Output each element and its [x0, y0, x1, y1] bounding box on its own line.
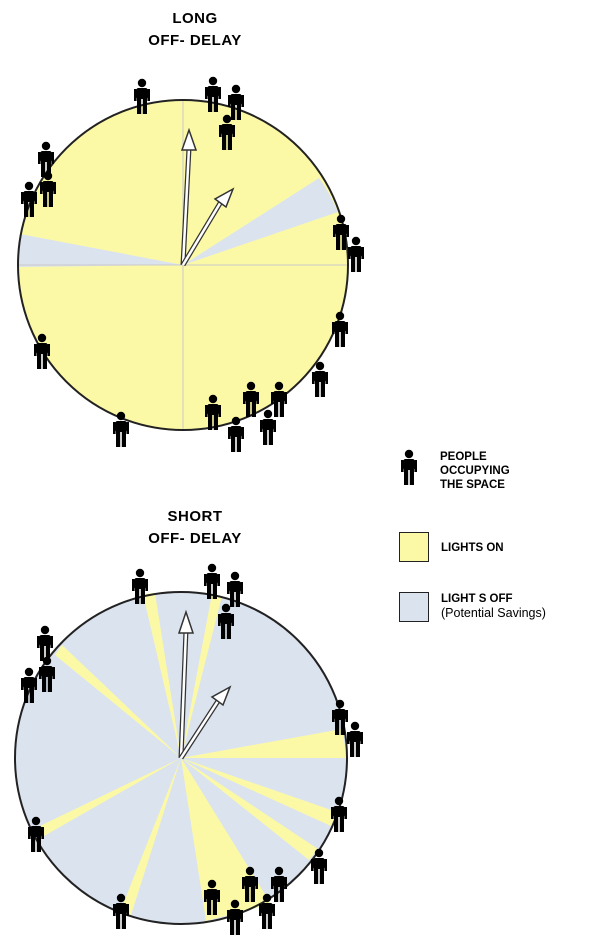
- legend-person-icon: [401, 449, 417, 485]
- lights-on-sector: [143, 593, 181, 758]
- short-delay-clock: [14, 591, 348, 925]
- long-delay-title-line2: OFF- DELAY: [148, 32, 242, 49]
- minute-hand: [180, 127, 198, 266]
- minute-hand: [177, 609, 195, 759]
- legend-people-line1: PEOPLE: [440, 451, 487, 463]
- hour-hand: [180, 187, 235, 267]
- legend-lights-off-line2: (Potential Savings): [441, 606, 546, 620]
- short-delay-title-line2: OFF- DELAY: [148, 530, 242, 547]
- lights-on-sector: [181, 594, 222, 758]
- legend-people-line3: THE SPACE: [440, 479, 505, 491]
- person-icon: [347, 721, 363, 757]
- lights-on-sector: [120, 758, 181, 915]
- long-delay-title: LONG OFF- DELAY: [95, 8, 295, 52]
- legend-lights-off-line1: LIGHT S OFF: [441, 593, 513, 605]
- lights-off-swatch: [399, 592, 429, 622]
- long-delay-title-line1: LONG: [172, 10, 218, 27]
- lights-off-sector: [17, 234, 183, 267]
- short-delay-title-line1: SHORT: [167, 508, 223, 525]
- lights-on-sector: [40, 758, 181, 836]
- long-delay-clock: [17, 99, 349, 431]
- legend-people-label: PEOPLE OCCUPYING THE SPACE: [440, 450, 510, 492]
- lights-off-sector: [183, 178, 338, 265]
- person-icon: [348, 236, 364, 272]
- short-delay-clock-rim: [14, 591, 348, 925]
- lights-on-swatch: [399, 532, 429, 562]
- legend-people-line2: OCCUPYING: [440, 465, 510, 477]
- lights-on-sector: [181, 758, 337, 826]
- lights-on-sector: [181, 758, 318, 860]
- short-delay-title: SHORT OFF- DELAY: [95, 506, 295, 550]
- lights-on-sector: [55, 645, 181, 758]
- long-delay-clock-rim: [17, 99, 349, 431]
- person-icon: [312, 361, 328, 397]
- lights-on-sector: [181, 729, 347, 758]
- legend-lights-on-label: LIGHTS ON: [441, 542, 504, 554]
- person-icon: [260, 409, 276, 445]
- hour-hand: [178, 685, 232, 760]
- legend-lights-off-label: LIGHT S OFF (Potential Savings): [441, 592, 546, 620]
